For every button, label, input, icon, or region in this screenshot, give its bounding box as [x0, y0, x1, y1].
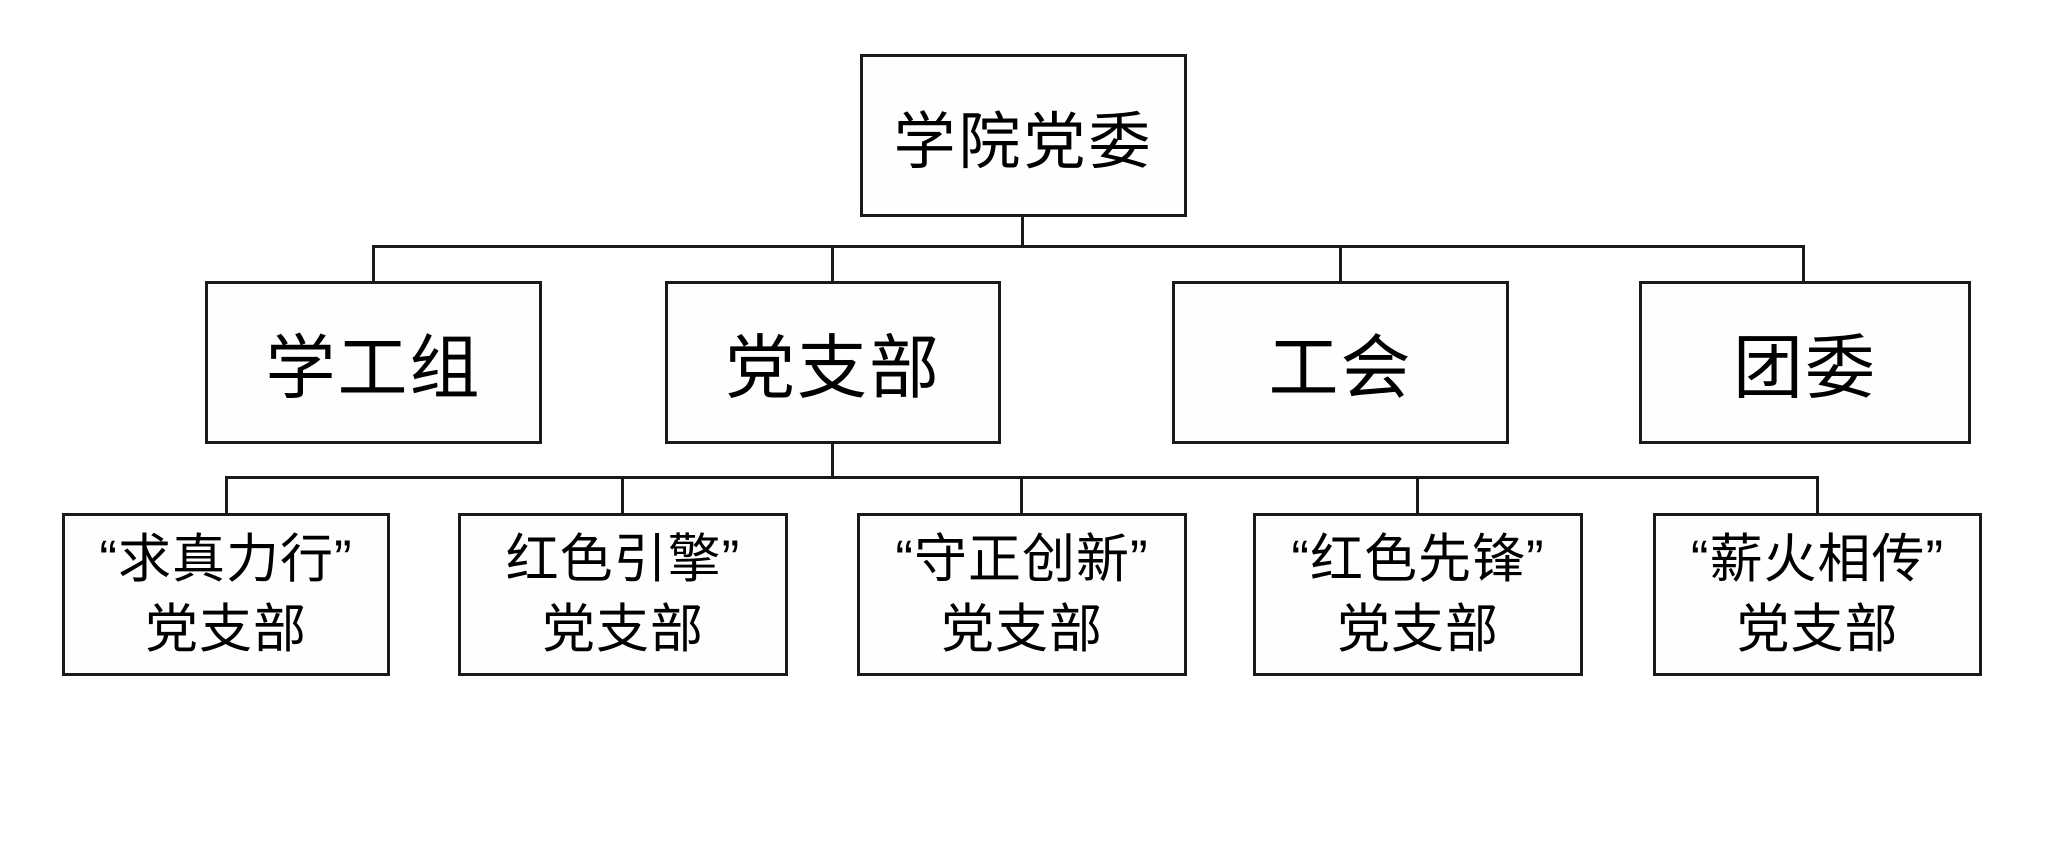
connector-drop-branch-4	[1416, 476, 1419, 516]
connector-drop-branch-1	[225, 476, 228, 516]
org-node-branch-qiuzhenlixing: “求真力行” 党支部	[62, 513, 390, 676]
connector-drop-branch-3	[1020, 476, 1023, 516]
connector-drop-branch-2	[621, 476, 624, 516]
connector-drop-party-branch	[831, 245, 834, 284]
org-node-label-line2: 党支部	[145, 599, 307, 659]
org-node-label: 学工组	[265, 331, 482, 408]
connector-drop-labor-union	[1339, 245, 1342, 284]
org-node-label-line2: 党支部	[542, 599, 704, 659]
org-node-label: 党支部	[725, 331, 941, 408]
org-node-student-work-group: 学工组	[205, 281, 542, 444]
org-node-branch-xinhuoxiangchuan: “薪火相传” 党支部	[1653, 513, 1982, 676]
connector-bus-level2	[372, 245, 1805, 248]
org-node-label-line1: “求真力行”	[99, 529, 353, 589]
org-node-branch-hongseyinqing: 红色引擎” 党支部	[458, 513, 788, 676]
org-node-labor-union: 工会	[1172, 281, 1509, 444]
org-node-label-line2: 党支部	[941, 599, 1103, 659]
org-node-label-line1: “薪火相传”	[1690, 529, 1945, 589]
connector-root-drop	[1021, 216, 1024, 248]
org-node-label-line2: 党支部	[1337, 599, 1499, 659]
org-node-label-line1: “红色先锋”	[1291, 529, 1545, 589]
org-node-label: 工会	[1268, 331, 1413, 408]
org-node-label-line1: 红色引擎”	[505, 529, 741, 589]
org-node-label: 团委	[1733, 331, 1877, 408]
connector-drop-branch-5	[1816, 476, 1819, 516]
org-node-branch-shouzhengchuangxin: “守正创新” 党支部	[857, 513, 1187, 676]
org-node-party-branch: 党支部	[665, 281, 1001, 444]
connector-drop-student-work-group	[372, 245, 375, 284]
connector-party-branch-drop	[831, 442, 834, 479]
org-node-root-label: 学院党委	[893, 108, 1154, 177]
org-node-label-line1: “守正创新”	[895, 529, 1149, 589]
org-node-youth-league: 团委	[1639, 281, 1971, 444]
org-node-label-line2: 党支部	[1736, 599, 1899, 659]
org-node-root: 学院党委	[860, 54, 1187, 217]
connector-drop-youth-league	[1802, 245, 1805, 284]
org-node-branch-hongsexianfeng: “红色先锋” 党支部	[1253, 513, 1583, 676]
